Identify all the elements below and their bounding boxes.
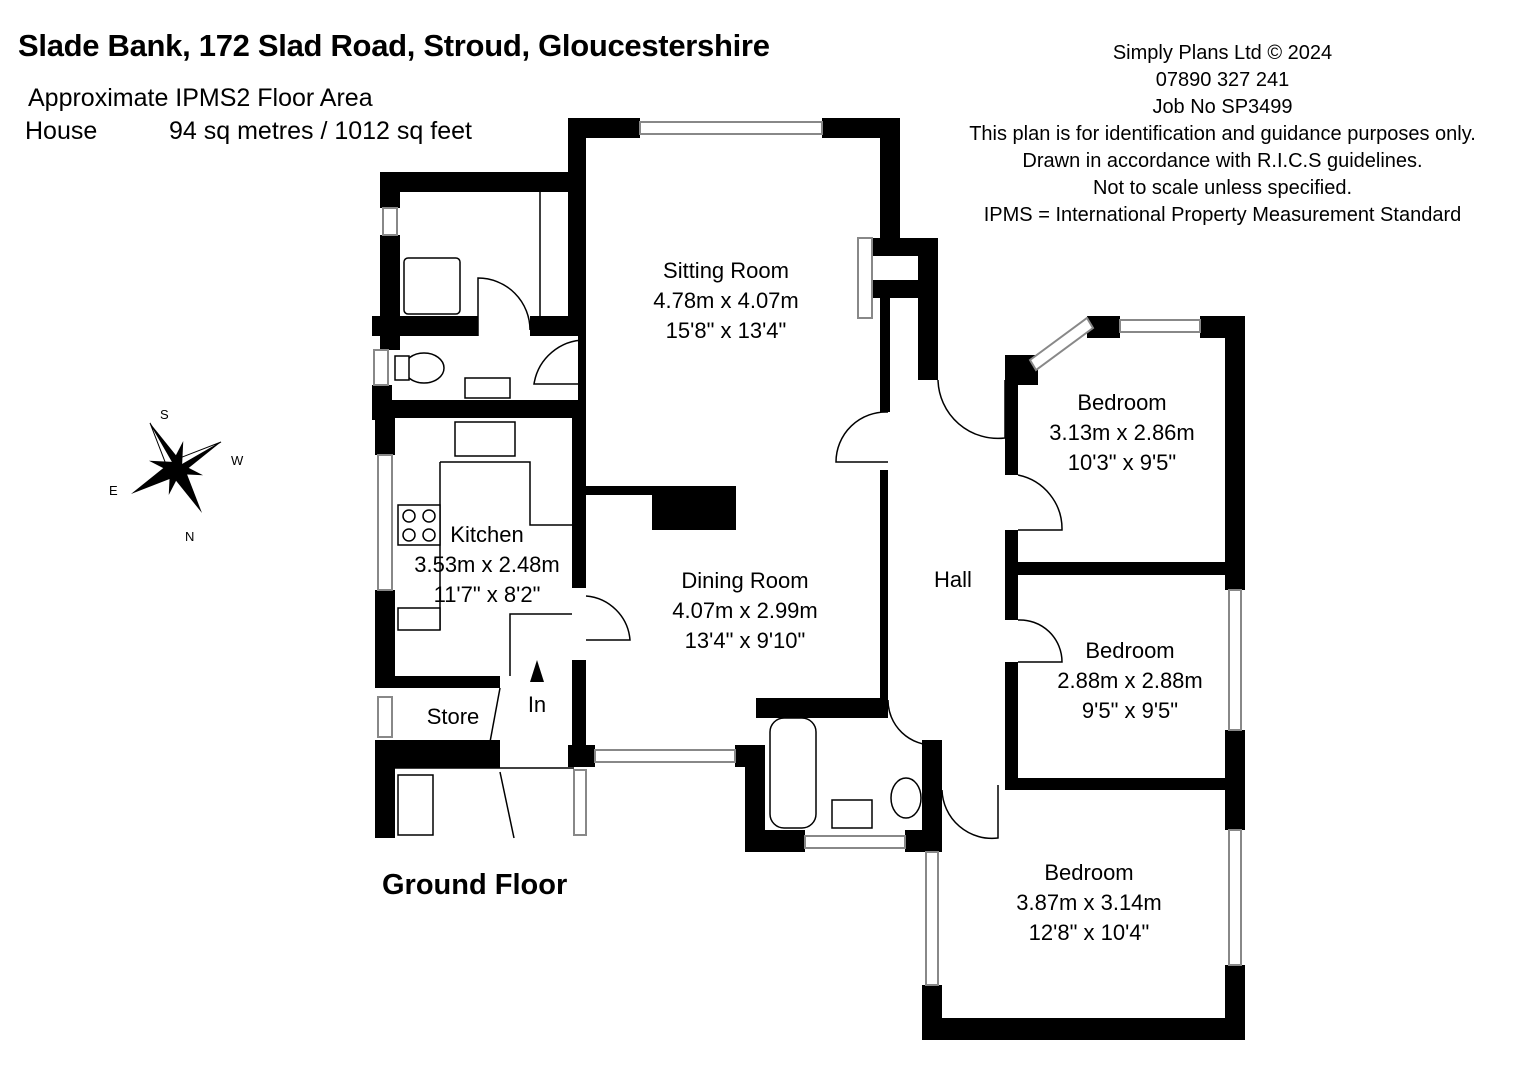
job-number: Job No SP3499 [1152,96,1293,118]
bathroom-toilet-icon [890,777,922,819]
floor-area-label: House [25,117,98,145]
dining-room-imperial: 13'4" x 9'10" [685,628,806,653]
sitting-room-metric: 4.78m x 4.07m [653,288,799,313]
plan-disclaimer: Simply Plans Ltd © 2024 07890 327 241 Jo… [930,40,1515,229]
fixtures [394,192,922,836]
company-name: Simply Plans Ltd © 2024 [1112,42,1333,64]
bedroom-3-name: Bedroom [1044,860,1133,885]
floor-area-heading: Approximate IPMS2 Floor Area [28,84,373,112]
disclaimer-line: IPMS = International Property Measuremen… [983,204,1462,226]
room-labels: Sitting Room 4.78m x 4.07m 15'8" x 13'4"… [382,258,1203,945]
dining-room-name: Dining Room [681,568,808,593]
walls [372,118,1245,1040]
bedroom-2-imperial: 9'5" x 9'5" [1082,698,1178,723]
floor-area-value: 94 sq metres / 1012 sq feet [169,117,472,145]
basin-icon [831,799,873,829]
bedroom-2-name: Bedroom [1085,638,1174,663]
compass-east: E [109,483,118,498]
floor-label: Ground Floor [382,869,567,901]
kitchen-imperial: 11'7" x 8'2" [434,582,541,607]
phone-number: 07890 327 241 [1155,69,1290,91]
disclaimer-line: Not to scale unless specified. [1092,177,1353,199]
entrance-arrow-icon [530,660,544,682]
kitchen-sink-icon [454,421,516,457]
disclaimer-line: This plan is for identification and guid… [969,123,1476,145]
hall-name: Hall [934,567,972,592]
compass-west: W [231,453,244,468]
compass-north: N [185,529,194,544]
shower-tray-icon [403,257,461,315]
windows [373,121,1242,986]
plan-title: Slade Bank, 172 Slad Road, Stroud, Glouc… [18,28,770,63]
bedroom-1-name: Bedroom [1077,390,1166,415]
store-name: Store [427,704,480,729]
sitting-room-imperial: 15'8" x 13'4" [666,318,787,343]
toilet-icon [403,352,445,384]
bedroom-3-metric: 3.87m x 3.14m [1016,890,1162,915]
entrance-label: In [528,692,546,717]
kitchen-name: Kitchen [450,522,523,547]
floor-area-summary: Approximate IPMS2 Floor Area House 94 sq … [25,82,472,148]
bedroom-1-metric: 3.13m x 2.86m [1049,420,1195,445]
compass-south: S [160,407,169,422]
kitchen-metric: 3.53m x 2.48m [414,552,560,577]
doors [395,277,1063,840]
bath-icon [769,717,817,829]
dining-room-metric: 4.07m x 2.99m [672,598,818,623]
wc-basin-icon [464,377,511,399]
bedroom-3-imperial: 12'8" x 10'4" [1029,920,1150,945]
bedroom-2-metric: 2.88m x 2.88m [1057,668,1203,693]
sitting-room-name: Sitting Room [663,258,789,283]
compass-rose-icon [130,422,222,514]
bedroom-1-imperial: 10'3" x 9'5" [1068,450,1176,475]
disclaimer-line: Drawn in accordance with R.I.C.S guideli… [1022,150,1423,172]
